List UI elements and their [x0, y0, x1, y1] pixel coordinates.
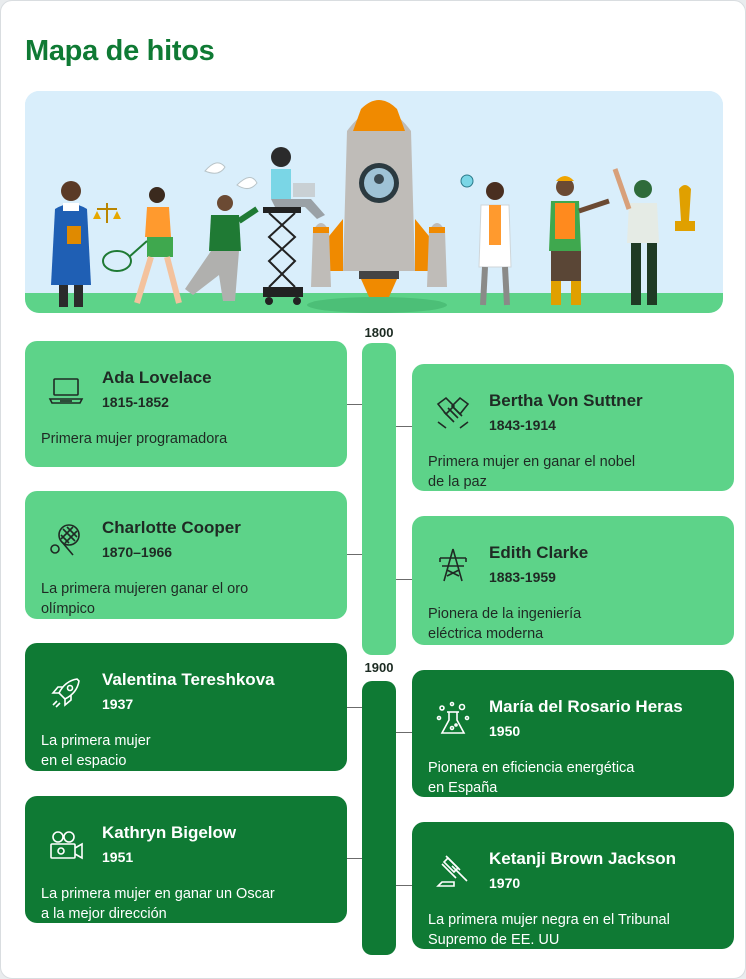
rocket-icon [47, 673, 85, 711]
era-label-1800: 1800 [364, 325, 394, 340]
milestone-description: Primera mujer programadora [41, 431, 228, 447]
connector [347, 404, 362, 405]
connector [396, 426, 412, 427]
milestone-card-kathryn-bigelow[interactable]: Kathryn Bigelow 1951 La primera mujer en… [25, 796, 347, 923]
milestone-years: 1950 [489, 723, 521, 739]
movie-camera-icon [47, 826, 85, 864]
era-label-1900: 1900 [364, 660, 394, 675]
milestone-card-charlotte-cooper[interactable]: Charlotte Cooper 1870–1966 La primera mu… [25, 491, 347, 619]
milestone-years: 1937 [102, 696, 134, 712]
connector [396, 885, 412, 886]
milestone-name: Valentina Tereshkova [102, 670, 275, 689]
milestone-name: Bertha Von Suttner [489, 391, 643, 410]
milestone-years: 1843-1914 [489, 417, 556, 433]
connector [347, 554, 362, 555]
milestone-name: Kathryn Bigelow [102, 823, 237, 842]
rocket-illustration [311, 100, 447, 297]
milestone-name: Charlotte Cooper [102, 518, 241, 537]
milestone-description: La primera mujer en el espacio [41, 733, 151, 769]
page-title: Mapa de hitos [25, 35, 215, 67]
milestone-card-edith-clarke[interactable]: Edith Clarke 1883-1959 Pionera de la ing… [412, 516, 734, 645]
milestone-description: La primera mujeren ganar el oro olímpico [41, 581, 249, 617]
milestone-years: 1815-1852 [102, 394, 169, 410]
milestone-description: La primera mujer negra en el Tribunal Su… [428, 912, 670, 948]
milestone-card-ada-lovelace[interactable]: Ada Lovelace 1815-1852 Primera mujer pro… [25, 341, 347, 467]
connector [396, 579, 412, 580]
connector [347, 707, 362, 708]
power-tower-icon [434, 546, 472, 584]
handshake-icon [434, 394, 472, 432]
milestone-card-maria-del-rosario-heras[interactable]: María del Rosario Heras 1950 Pionera en … [412, 670, 734, 797]
milestone-name: Ada Lovelace [102, 368, 212, 387]
milestone-description: Pionera en eficiencia energética en Espa… [428, 760, 635, 796]
laptop-icon [47, 371, 85, 409]
peace-figure [185, 162, 259, 301]
programmer-figure [263, 147, 325, 305]
timeline-bar-1800s [362, 343, 396, 655]
connector [396, 732, 412, 733]
hero-illustration [25, 91, 723, 313]
milestone-name: Edith Clarke [489, 543, 589, 562]
milestone-years: 1970 [489, 875, 521, 891]
tennis-figure [102, 187, 182, 304]
judge-figure [51, 181, 121, 307]
milestone-description: La primera mujer en ganar un Oscar a la … [41, 886, 275, 922]
milestone-years: 1951 [102, 849, 134, 865]
milestone-card-ketanji-brown-jackson[interactable]: Ketanji Brown Jackson 1970 La primera mu… [412, 822, 734, 949]
connector [347, 858, 362, 859]
oscar-figure [612, 168, 695, 305]
milestone-card-valentina-tereshkova[interactable]: Valentina Tereshkova 1937 La primera muj… [25, 643, 347, 771]
milestone-description: Pionera de la ingeniería eléctrica moder… [428, 606, 582, 642]
gavel-icon [434, 852, 472, 890]
milestone-years: 1883-1959 [489, 569, 556, 585]
scientist-figure [460, 174, 512, 306]
milestone-card-bertha-von-suttner[interactable]: Bertha Von Suttner 1843-1914 Primera muj… [412, 364, 734, 491]
milestone-name: Ketanji Brown Jackson [489, 849, 677, 868]
engineer-figure [549, 176, 610, 305]
tennis-icon [47, 521, 85, 559]
milestone-description: Primera mujer en ganar el nobel de la pa… [428, 454, 636, 490]
flask-icon [434, 700, 472, 738]
timeline-bar-1900s [362, 681, 396, 955]
milestone-years: 1870–1966 [102, 544, 173, 560]
milestone-name: María del Rosario Heras [489, 697, 683, 716]
